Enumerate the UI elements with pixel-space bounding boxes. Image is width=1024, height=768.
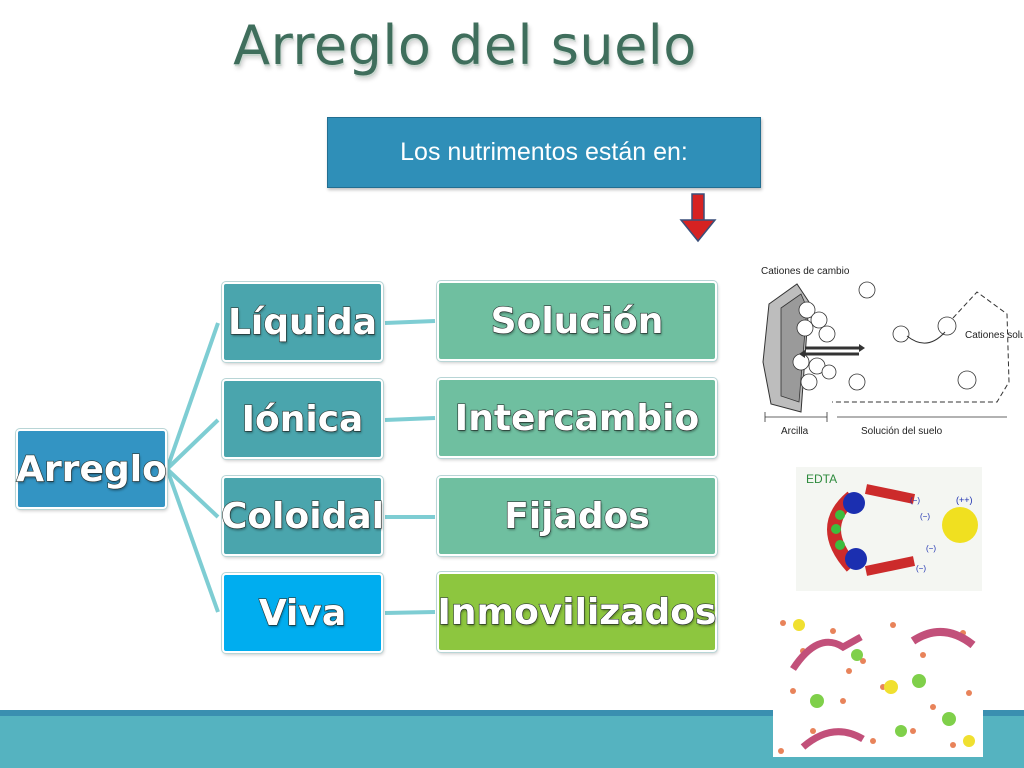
clay-exchange-diagram: Cationes de cambio Cationes solubles Arc… xyxy=(761,266,1023,437)
state-node-coloidal: Coloidal xyxy=(220,476,385,556)
state-node-ionica: Iónica xyxy=(222,379,383,459)
slide-title: Arreglo del suelo xyxy=(233,14,697,77)
state-node-liquida: Líquida xyxy=(222,282,383,362)
edta-charge: (++) xyxy=(956,495,973,505)
edta-charge: (−) xyxy=(910,496,920,505)
state-node-label: Iónica xyxy=(241,398,364,440)
state-node-label: Coloidal xyxy=(220,495,384,537)
state-node-label: Viva xyxy=(258,592,347,634)
edta-chelate-image: EDTA (−) (−) (−) (−) (++) xyxy=(796,467,982,591)
form-node-intercambio: Intercambio xyxy=(437,378,717,458)
edta-charge: (−) xyxy=(920,512,930,521)
form-node-fijados: Fijados xyxy=(437,476,717,556)
edta-charge: (−) xyxy=(926,544,936,553)
edta-charge: (−) xyxy=(916,564,926,573)
label-arcilla: Arcilla xyxy=(781,426,809,437)
down-arrow-icon xyxy=(679,193,717,243)
label-cationes-cambio: Cationes de cambio xyxy=(761,266,850,277)
form-node-label: Intercambio xyxy=(454,397,700,439)
state-node-label: Líquida xyxy=(227,301,378,343)
form-node-inmovilizados: Inmovilizados xyxy=(437,572,717,652)
soil-organisms-illustration xyxy=(773,611,983,757)
form-node-solucion: Solución xyxy=(437,281,717,361)
root-node-arreglo: Arreglo xyxy=(16,429,167,509)
edta-label: EDTA xyxy=(806,472,837,486)
form-node-label: Inmovilizados xyxy=(437,591,717,633)
nutrients-callout-box: Los nutrimentos están en: xyxy=(327,117,761,188)
footer-accent-line xyxy=(0,710,1024,716)
form-node-label: Fijados xyxy=(504,495,651,537)
label-cationes-solubles: Cationes solubles xyxy=(965,330,1023,341)
state-node-viva: Viva xyxy=(222,573,383,653)
form-node-label: Solución xyxy=(490,300,664,342)
root-node-label: Arreglo xyxy=(16,448,168,490)
label-solucion-suelo: Solución del suelo xyxy=(861,426,943,437)
